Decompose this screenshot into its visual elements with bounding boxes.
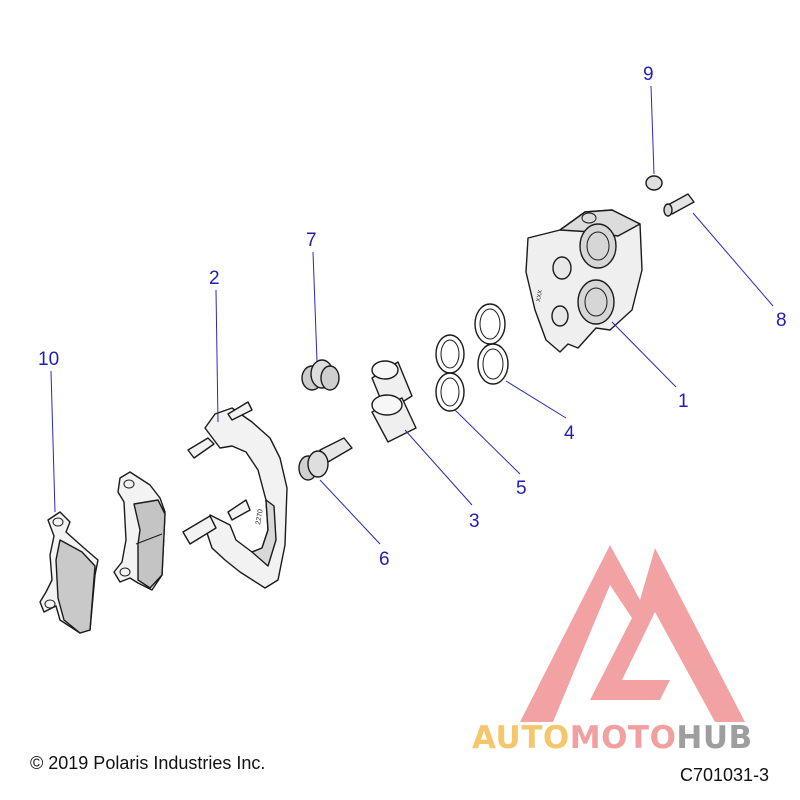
part-10-outer-pad [39, 511, 99, 634]
copyright-text: © 2019 Polaris Industries Inc. [30, 753, 265, 773]
leader-2 [215, 289, 219, 423]
part-3-pistons [371, 360, 417, 443]
part-10-inner-pad [113, 471, 166, 591]
part-6-pin [298, 437, 353, 481]
watermark-brand: AUTOMOTOHUB [472, 720, 753, 756]
part-8-bleeder [663, 193, 695, 217]
diagram-code: C701031-3 [680, 765, 769, 785]
leader-lines [50, 85, 774, 545]
part-7-boot [301, 359, 340, 391]
callout-8: 8 [776, 310, 787, 331]
leader-3 [404, 429, 473, 506]
callout-2: 2 [209, 268, 220, 289]
leader-4 [505, 380, 567, 419]
bracket-marking: 2270 [255, 509, 265, 526]
caliper-marking: XXX [536, 289, 544, 302]
callout-5: 5 [516, 478, 527, 499]
leader-7 [312, 251, 318, 362]
callout-3: 3 [469, 511, 480, 532]
leader-9 [650, 85, 655, 175]
part-5-seals [435, 334, 465, 412]
leader-1 [611, 321, 677, 388]
leader-6 [319, 479, 381, 545]
brand-hub: HUB [676, 720, 752, 756]
leader-8 [692, 212, 774, 307]
callout-6: 6 [379, 549, 390, 570]
part-2-bracket: 2270 [182, 401, 288, 589]
part-1-caliper-body: XXX [525, 209, 643, 353]
callout-10: 10 [38, 349, 59, 370]
callout-4: 4 [564, 423, 575, 444]
brand-auto: AUTO [472, 720, 570, 756]
callout-7: 7 [306, 230, 317, 251]
watermark-triangle-icon [520, 545, 745, 722]
leader-5 [454, 409, 521, 475]
callout-1: 1 [678, 391, 689, 412]
callout-9: 9 [643, 64, 654, 85]
leader-10 [50, 370, 56, 513]
callout-labels: 9 8 1 4 5 3 6 7 2 10 [38, 64, 787, 570]
watermark-logo [520, 545, 745, 722]
part-4-seals [474, 303, 509, 385]
brand-moto: MOTO [570, 720, 677, 756]
part-9-cap [645, 175, 663, 191]
